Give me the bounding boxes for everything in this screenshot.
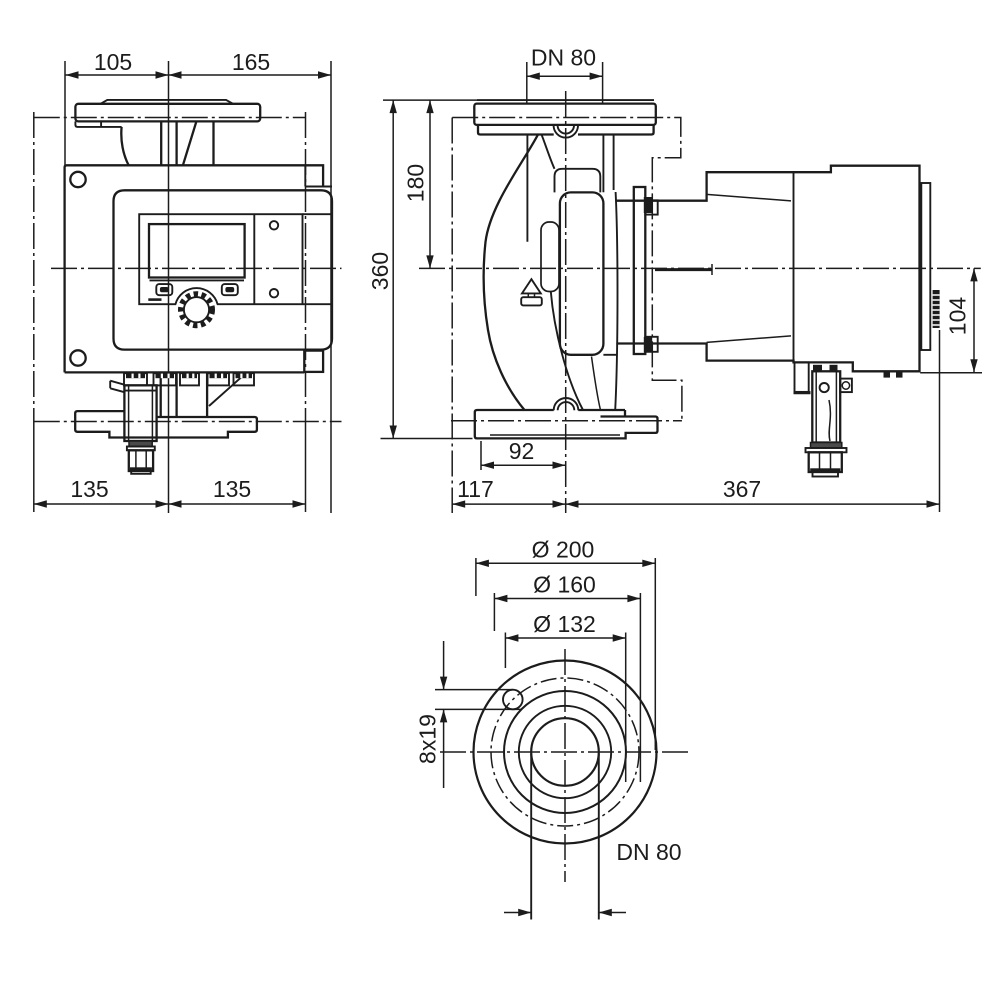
svg-text:165: 165	[232, 49, 270, 75]
svg-text:135: 135	[70, 476, 108, 502]
svg-text:Ø 200: Ø 200	[532, 537, 595, 563]
svg-text:DN 80: DN 80	[616, 839, 681, 865]
svg-text:117: 117	[457, 476, 494, 502]
svg-text:360: 360	[367, 252, 393, 290]
svg-text:Ø 132: Ø 132	[533, 611, 596, 637]
svg-text:104: 104	[945, 297, 971, 336]
svg-text:180: 180	[403, 164, 429, 202]
svg-text:92: 92	[509, 438, 535, 464]
svg-text:8x19: 8x19	[415, 714, 441, 764]
svg-text:DN 80: DN 80	[531, 45, 596, 71]
svg-text:135: 135	[213, 476, 251, 502]
svg-text:367: 367	[723, 476, 761, 502]
svg-text:105: 105	[94, 49, 132, 75]
svg-text:Ø 160: Ø 160	[533, 572, 596, 598]
